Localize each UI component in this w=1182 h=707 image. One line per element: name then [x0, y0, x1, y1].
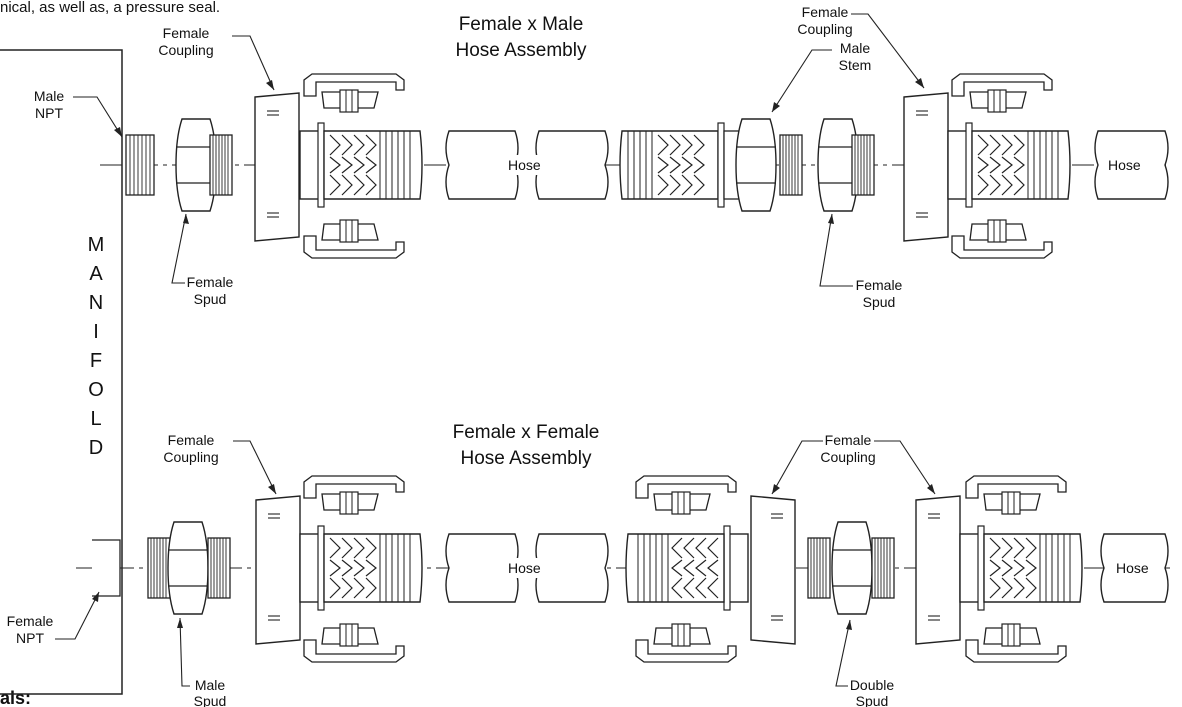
callout-label: Female — [825, 432, 872, 448]
bottom-text-fragment: als: — [0, 688, 31, 707]
hose-label: Hose — [508, 157, 541, 173]
callout-label: Female — [802, 4, 849, 20]
male-spud-thread — [207, 537, 231, 599]
callout-label: Spud — [194, 291, 227, 307]
callout-label: Coupling — [820, 449, 875, 465]
manifold-letter: D — [89, 437, 103, 459]
callout-female-coupling-right: Female Coupling — [797, 4, 925, 89]
callout-male-stem: Male Stem — [771, 40, 872, 113]
clamp-half-top — [635, 475, 737, 515]
callout-female-coupling-mid: Female Coupling — [771, 432, 936, 495]
male-stem-nut — [735, 118, 777, 212]
row1-title: Female x Male — [459, 14, 584, 35]
manifold-letter: O — [88, 379, 104, 401]
clamp-half-bottom — [303, 623, 405, 663]
callout-label: NPT — [16, 630, 44, 646]
callout-label: Stem — [839, 57, 872, 73]
clamp-half-bottom — [965, 623, 1067, 663]
manifold-letter: A — [89, 263, 103, 285]
manifold-letter: L — [90, 408, 101, 430]
callout-label: Double — [850, 677, 895, 693]
female-spud-thread — [851, 134, 875, 196]
male-stem-part — [619, 122, 745, 208]
double-spud-nut — [831, 521, 873, 615]
female-spud-thread — [209, 134, 233, 196]
callout-label: Coupling — [158, 42, 213, 58]
coupling-stem — [947, 122, 1071, 208]
female-coupling-ring — [903, 92, 949, 242]
double-spud-thread — [871, 537, 895, 599]
hose-label: Hose — [508, 560, 541, 576]
manifold: M A N I F O L D — [0, 49, 123, 695]
manifold-letter: I — [93, 321, 99, 343]
female-coupling-ring — [255, 495, 301, 645]
callout-female-spud-right: Female Spud — [819, 213, 903, 310]
clamp-half-bottom — [951, 219, 1053, 259]
callout-male-npt: Male NPT — [34, 88, 123, 138]
clamp-half-top — [303, 475, 405, 515]
row1-subtitle: Hose Assembly — [456, 40, 587, 61]
callout-label: Male — [840, 40, 871, 56]
callout-label: Coupling — [163, 449, 218, 465]
manifold-letter: M — [88, 234, 105, 256]
callout-female-coupling-left-r2: Female Coupling — [163, 432, 277, 495]
hose-label: Hose — [1116, 560, 1149, 576]
callout-label: Female — [187, 274, 234, 290]
coupling-stem — [299, 122, 423, 208]
row1-assembly: Hose Hose Female x Male — [34, 4, 1170, 310]
clamp-half-bottom — [303, 219, 405, 259]
callout-label: NPT — [35, 105, 63, 121]
male-spud-nut — [167, 521, 209, 615]
callout-label: Spud — [863, 294, 896, 310]
female-coupling-ring — [750, 495, 796, 645]
callout-label: Spud — [856, 693, 889, 707]
callout-label: Male — [195, 677, 226, 693]
male-spud-thread — [147, 537, 171, 599]
top-text-fragment: nical, as well as, a pressure seal. — [0, 0, 220, 16]
callout-label: Female — [856, 277, 903, 293]
manifold-letter: F — [90, 350, 102, 372]
coupling-stem — [299, 525, 423, 611]
callout-label: Female — [7, 613, 54, 629]
callout-male-spud: Male Spud — [177, 617, 227, 707]
male-stem-thread — [779, 134, 803, 196]
callout-label: Coupling — [797, 21, 852, 37]
row2-assembly: Hose Hose Female x Female Hose Assembly … — [7, 422, 1170, 707]
clamp-half-top — [951, 73, 1053, 113]
callout-label: Female — [163, 25, 210, 41]
clamp-half-top — [303, 73, 405, 113]
double-spud-thread — [807, 537, 831, 599]
callout-label: Male — [34, 88, 65, 104]
callout-label: Spud — [194, 693, 227, 707]
row2-title: Female x Female — [453, 422, 600, 443]
clamp-half-bottom — [635, 623, 737, 663]
hose-label: Hose — [1108, 157, 1141, 173]
female-npt-part — [92, 539, 121, 597]
callout-female-spud: Female Spud — [171, 213, 234, 307]
clamp-half-top — [965, 475, 1067, 515]
callout-double-spud: Double Spud — [835, 619, 895, 707]
mirrored-coupling-stem — [625, 525, 749, 611]
male-npt-part — [125, 134, 155, 196]
callout-female-npt: Female NPT — [7, 591, 100, 646]
manifold-letter: N — [89, 292, 103, 314]
female-coupling-ring — [254, 92, 300, 242]
callout-label: Female — [168, 432, 215, 448]
row2-subtitle: Hose Assembly — [461, 448, 592, 469]
female-coupling-ring — [915, 495, 961, 645]
callout-female-coupling-left: Female Coupling — [158, 25, 275, 91]
coupling-stem — [959, 525, 1083, 611]
